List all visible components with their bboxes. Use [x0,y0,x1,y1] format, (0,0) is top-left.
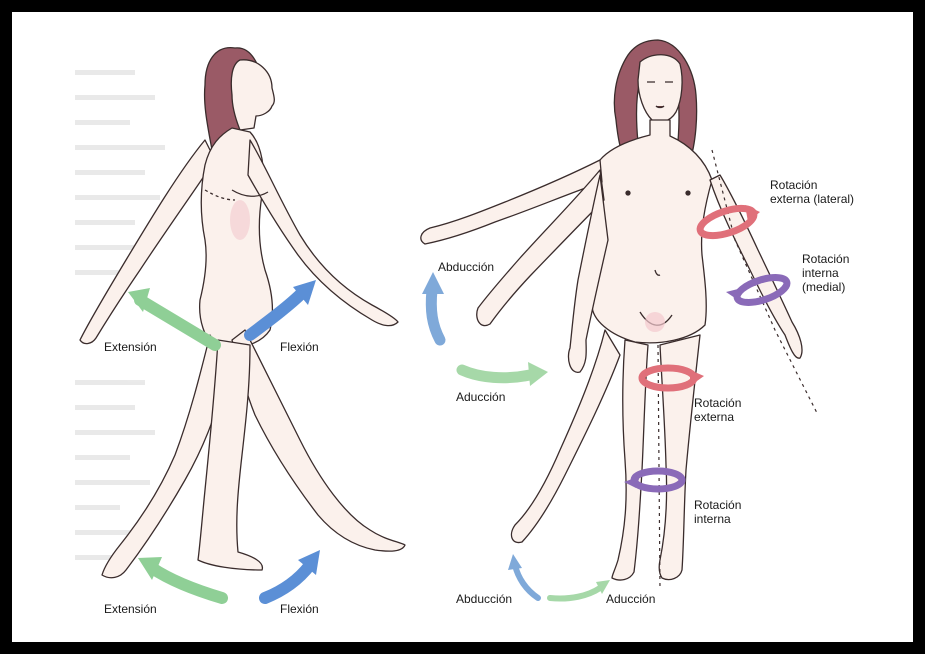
label-extension-upper: Extensión [104,340,157,354]
extension-arrow-lower [152,568,222,598]
standing-figure-face [638,55,682,122]
background-text-texture [75,70,165,560]
label-abduction-upper: Abducción [438,260,494,274]
label-extension-lower: Extensión [104,602,157,616]
label-external-rotation-arm: Rotación externa (lateral) [770,178,854,206]
label-internal-rotation-leg: Rotación interna [694,498,741,526]
leg-axis-line [658,345,660,590]
label-adduction-upper: Aducción [456,390,505,404]
abduction-arrow-upper [431,290,440,340]
abduction-arrow-lower [515,565,538,598]
standing-figure-abducted-leg [511,330,620,543]
label-external-rotation-leg: Rotación externa [694,396,741,424]
label-flexion-lower: Flexión [280,602,319,616]
label-adduction-lower: Aducción [606,592,655,606]
adduction-arrow-upper [462,370,530,378]
abduction-arrow-lower-head [508,554,522,570]
walking-figure [80,48,405,578]
flexion-arrow-lower [265,565,310,598]
standing-figure [421,40,802,580]
walking-figure-head [231,60,274,130]
standing-figure-torso [592,120,712,343]
abduction-arrow-upper-head [422,272,444,294]
adduction-arrow-lower [550,588,600,599]
adduction-arrow-upper-head [528,362,548,386]
label-flexion-upper: Flexión [280,340,319,354]
label-internal-rotation-arm: Rotación interna (medial) [802,252,849,294]
walking-figure-front-leg [232,330,405,551]
label-abduction-lower: Abducción [456,592,512,606]
